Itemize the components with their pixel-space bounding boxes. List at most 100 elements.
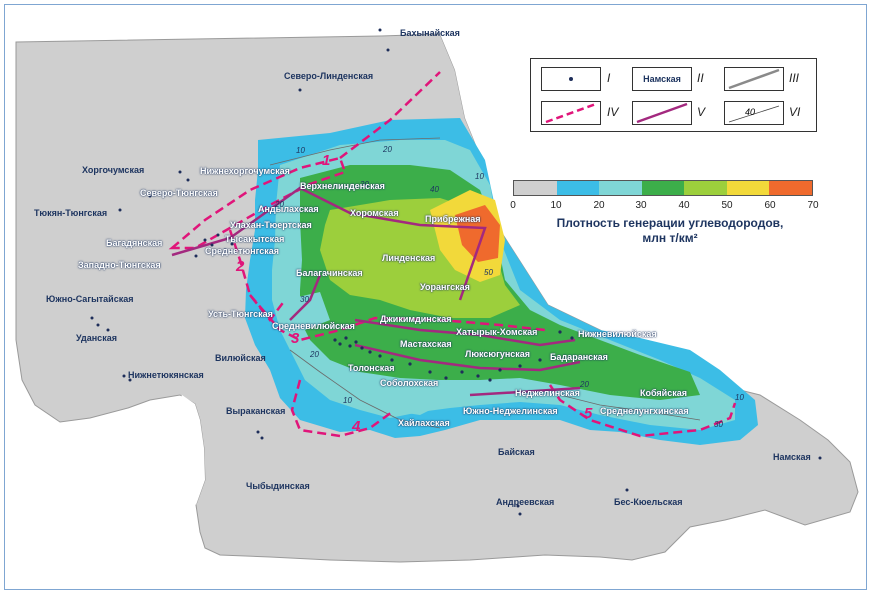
well <box>378 354 382 358</box>
well <box>818 456 822 460</box>
legend-item-purple-line <box>632 101 692 125</box>
well <box>344 336 348 340</box>
area-label: Хоромская <box>350 208 399 218</box>
well <box>203 238 207 242</box>
scale-band-50-60 <box>726 181 770 195</box>
scale-band-30-40 <box>641 181 685 195</box>
scale-band-10-20 <box>556 181 600 195</box>
isoline-value: 20 <box>383 145 392 154</box>
scale-tick: 60 <box>764 200 776 211</box>
well <box>360 346 364 350</box>
area-label: Средневилюйская <box>272 321 355 331</box>
well <box>570 336 574 340</box>
well-dot-icon <box>569 77 573 81</box>
area-label: Западно-Тюнгская <box>78 260 161 270</box>
well <box>476 374 480 378</box>
area-label: Байская <box>498 447 535 457</box>
area-label: Уорангская <box>420 282 470 292</box>
well <box>333 338 337 342</box>
well <box>90 316 94 320</box>
isoline-value: 10 <box>475 172 484 181</box>
density-patch-balagach <box>285 292 330 330</box>
scale-band-60-70 <box>769 181 813 195</box>
area-label: Толонская <box>348 363 395 373</box>
outside-area-east <box>440 34 520 250</box>
area-label: Соболохская <box>380 378 439 388</box>
legend-sample-name: Намская <box>643 74 681 84</box>
well <box>488 378 492 382</box>
area-label: Хоргочумская <box>82 165 145 175</box>
scale-tick: 0 <box>510 200 516 211</box>
well <box>460 370 464 374</box>
area-label: Люксюгунская <box>465 349 531 359</box>
legend-item-pink-dash <box>541 101 601 125</box>
zone-boundary-northeast <box>339 71 441 159</box>
zone-number: 4 <box>352 418 361 435</box>
isoline-value: 10 <box>296 146 305 155</box>
isolines <box>269 137 701 429</box>
well <box>386 48 390 52</box>
well <box>210 243 214 247</box>
scale-tick: 70 <box>807 200 819 211</box>
profile-line <box>289 274 322 321</box>
area-label: Вилюйская <box>215 353 266 363</box>
well <box>216 233 220 237</box>
legend-number-i: I <box>607 71 611 85</box>
area-label: Среднелунгхинская <box>600 406 689 416</box>
figure-frame <box>4 4 867 590</box>
well <box>378 28 382 32</box>
outside-area-south <box>176 395 205 505</box>
well <box>178 170 182 174</box>
zone-number: 1 <box>322 152 331 169</box>
well <box>625 488 629 492</box>
area-label: Нижнехоргочумская <box>200 166 290 176</box>
legend-number-iii: III <box>789 71 800 85</box>
well <box>298 88 302 92</box>
area-label: Улахан-Тюертская <box>230 220 312 230</box>
profile-line <box>354 318 576 347</box>
scale-tick: 30 <box>635 200 647 211</box>
well <box>106 328 110 332</box>
zone-number: 2 <box>236 258 245 275</box>
zone-number: 5 <box>584 405 593 422</box>
well <box>348 344 352 348</box>
isoline <box>269 137 441 166</box>
area-label: Хатырык-Хомская <box>456 327 538 337</box>
area-label: Среднетюнгская <box>205 246 279 256</box>
grey-line-icon <box>728 68 780 90</box>
isoline-value: 20 <box>275 200 284 209</box>
profile-line <box>469 386 581 397</box>
color-scale <box>513 180 813 196</box>
area-label: Нижневилюйская <box>578 329 657 339</box>
well <box>516 504 520 508</box>
well <box>428 370 432 374</box>
area-label: Чыбыдинская <box>246 481 310 491</box>
legend-item-area-name: Намская <box>632 67 692 91</box>
scale-band-0-10 <box>514 181 557 195</box>
well <box>338 342 342 346</box>
isoline-icon <box>728 105 780 123</box>
area-label: Мастахская <box>400 339 452 349</box>
zone-boundary-5 <box>548 384 737 438</box>
isoline-value: 10 <box>343 396 352 405</box>
isoline-value: 20 <box>580 380 589 389</box>
scale-title-line2: млн т/км² <box>642 231 698 245</box>
area-label: Андылахская <box>258 204 319 214</box>
area-label: Джикимдинская <box>380 314 452 324</box>
isoline-value: 30 <box>714 420 723 429</box>
density-band-60-70 <box>455 205 500 262</box>
density-patch-south <box>395 395 440 415</box>
well <box>186 178 190 182</box>
well <box>118 208 122 212</box>
legend-item-isoline: 40 <box>724 101 784 125</box>
scale-tick: 40 <box>678 200 690 211</box>
area-label: Намская <box>773 452 811 462</box>
wells <box>90 28 822 516</box>
area-label: Прибрежная <box>425 214 481 224</box>
area-label: Тысакытская <box>225 234 285 244</box>
well <box>256 430 260 434</box>
isoline-value: 10 <box>735 393 744 402</box>
area-label: Балагачинская <box>296 268 363 278</box>
well <box>368 350 372 354</box>
